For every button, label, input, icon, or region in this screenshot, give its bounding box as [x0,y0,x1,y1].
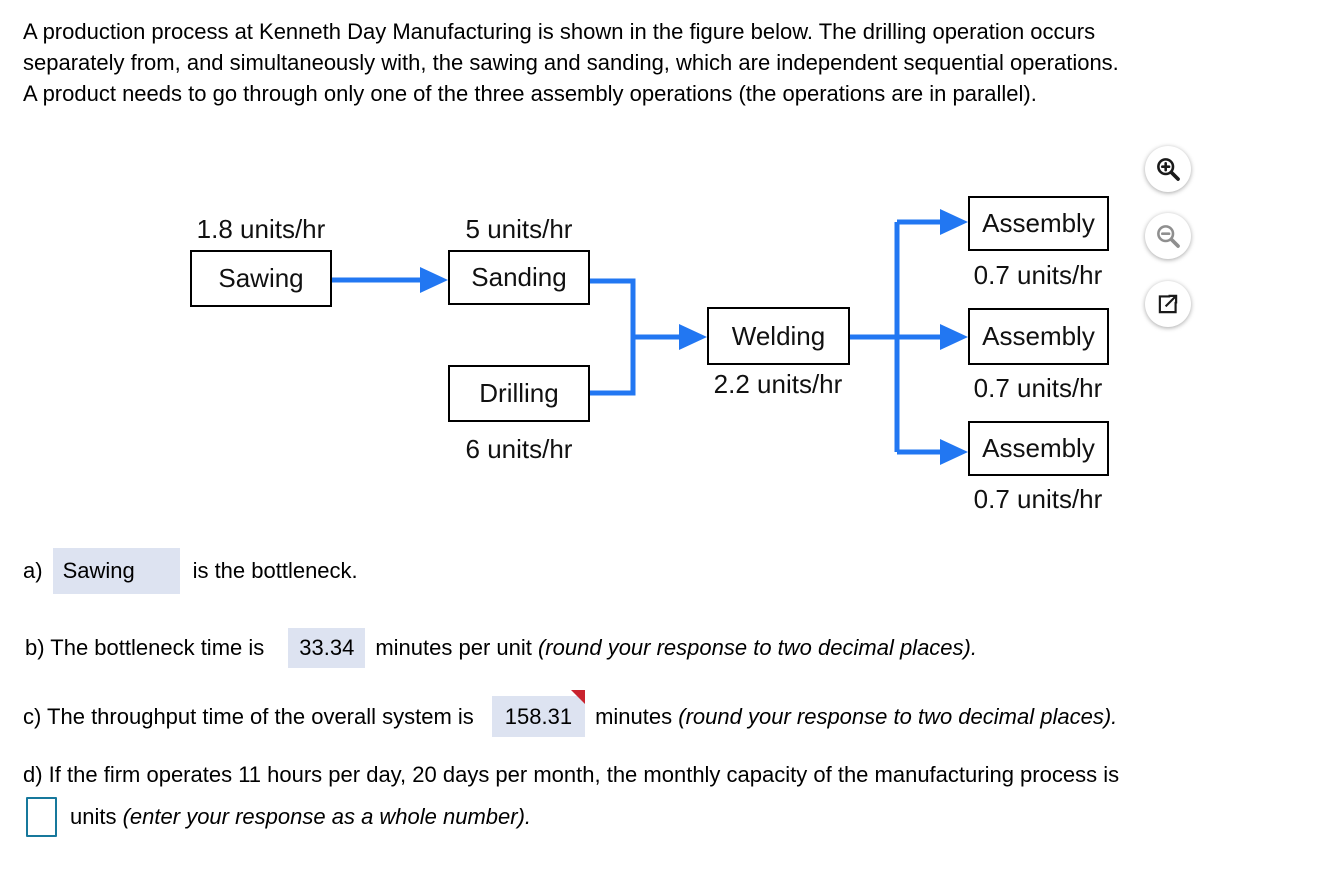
answer-d-input[interactable] [26,797,57,837]
answer-c-field[interactable]: 158.31 [491,690,586,737]
assembly-box-3: Assembly [968,421,1109,476]
sanding-box: Sanding [448,250,590,305]
answer-d-note: (enter your response as a whole number). [122,804,532,829]
assembly-box-1: Assembly [968,196,1109,251]
assembly1-rate-label: 0.7 units/hr [973,260,1103,290]
external-link-icon [1158,294,1178,314]
answer-a-suffix: is the bottleneck. [192,558,358,583]
answer-c-note: (round your response to two decimal plac… [678,703,1118,729]
intro-line: A production process at Kenneth Day Manu… [23,19,1096,44]
answer-d-row: units (enter your response as a whole nu… [26,795,531,839]
open-in-new-window-button[interactable] [1145,281,1191,327]
welding-box: Welding [707,307,850,365]
answer-c-value: 158.31 [504,703,573,729]
answer-c-prefix: c) The throughput time of the overall sy… [23,703,474,729]
answer-b-note: (round your response to two decimal plac… [537,635,977,660]
answer-d-prompt: d) If the firm operates 11 hours per day… [23,760,1119,790]
incorrect-flag-icon [571,690,586,704]
zoom-out-button[interactable] [1145,213,1191,259]
intro-line: separately from, and simultaneously with… [23,50,1119,75]
answer-b-field[interactable]: 33.34 [288,628,366,668]
answer-a-prefix: a) [23,558,43,583]
sawing-box: Sawing [190,250,332,307]
answer-b-row: b) The bottleneck time is 33.34 minutes … [25,628,977,668]
assembly2-rate-label: 0.7 units/hr [973,373,1103,403]
zoom-out-icon [1156,224,1180,248]
welding-rate-label: 2.2 units/hr [713,369,843,399]
problem-statement: A production process at Kenneth Day Manu… [23,16,1119,109]
flow-arrows [332,209,968,465]
answer-c-row: c) The throughput time of the overall sy… [23,690,1118,737]
intro-line: A product needs to go through only one o… [23,81,1037,106]
answer-d-unit: units [70,804,117,829]
answer-a-select[interactable]: Sawing [52,548,180,594]
answer-b-prefix: b) The bottleneck time is [25,635,265,660]
answer-a-value: Sawing [62,558,135,583]
assembly3-rate-label: 0.7 units/hr [973,484,1103,514]
answer-b-unit: minutes per unit [375,635,532,660]
sawing-rate-label: 1.8 units/hr [196,214,326,244]
drilling-rate-label: 6 units/hr [465,434,573,464]
zoom-in-icon [1156,157,1180,181]
answer-d-prefix: d) If the firm operates 11 hours per day… [23,762,1120,787]
assembly-box-2: Assembly [968,308,1109,365]
sanding-rate-label: 5 units/hr [465,214,573,244]
answer-c-unit: minutes [595,703,673,729]
drilling-box: Drilling [448,365,590,422]
answer-a-row: a) Sawing is the bottleneck. [23,548,358,594]
answer-b-value: 33.34 [299,635,355,660]
zoom-in-button[interactable] [1145,146,1191,192]
